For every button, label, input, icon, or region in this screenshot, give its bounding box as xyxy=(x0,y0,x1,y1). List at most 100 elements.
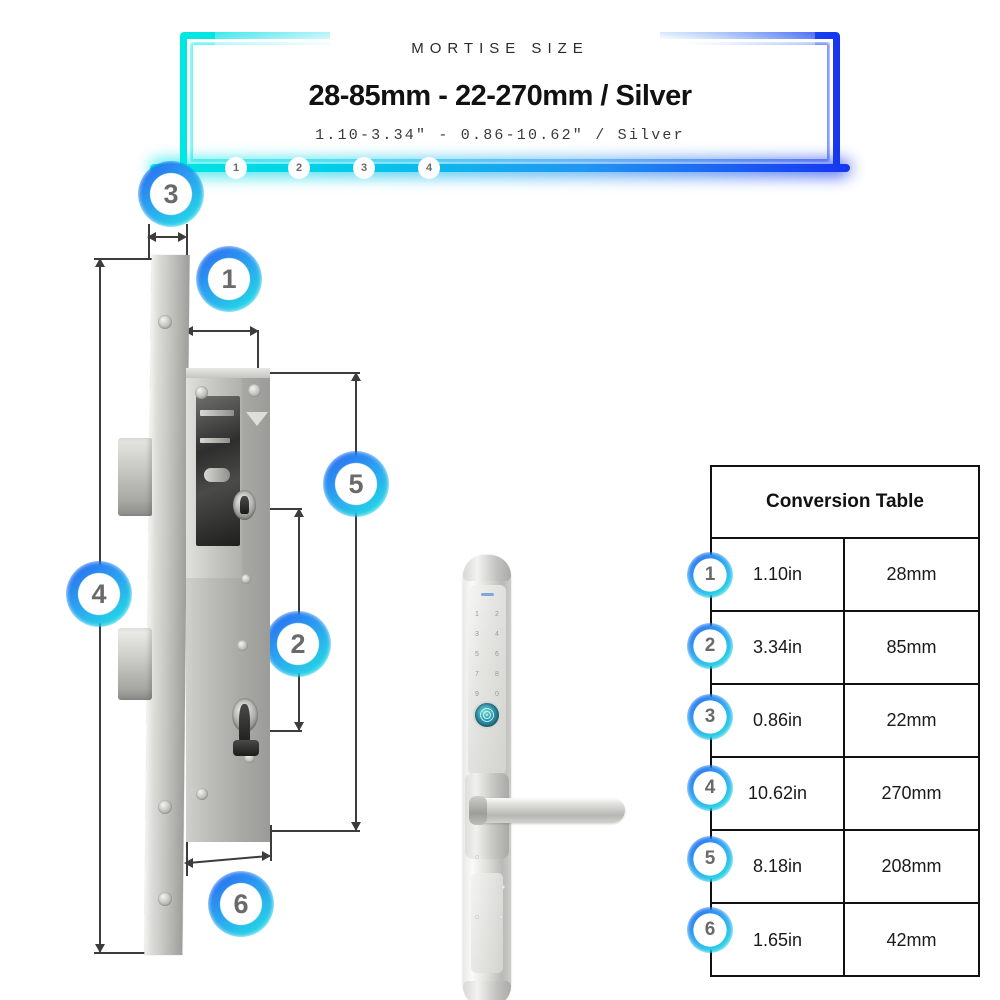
marker-label: 2 xyxy=(704,635,716,656)
marker-label: 3 xyxy=(704,706,716,727)
lock-mech-bar-2 xyxy=(200,438,230,443)
lock-screw-lower xyxy=(237,640,248,651)
inline-marker-4: 4 xyxy=(416,155,442,181)
dim6-arrow-left-icon xyxy=(184,858,193,868)
cell-mm: 270mm xyxy=(881,783,942,803)
faceplate-screw-mid xyxy=(158,800,172,814)
dim5-arrow-up-icon xyxy=(351,372,361,381)
keypad-key-6[interactable]: 6 xyxy=(495,651,499,658)
lock-mech-bar-1 xyxy=(200,410,234,416)
keypad-key-2[interactable]: 2 xyxy=(495,611,499,618)
marker-label: 1 xyxy=(704,564,716,585)
dim2-arrow-up-icon xyxy=(294,508,304,517)
marker-label: 1 xyxy=(221,263,237,294)
dim6-arrow-right-icon xyxy=(262,851,271,861)
table-row: 1.65in 42mm xyxy=(712,904,978,977)
dim1-arrow-right-icon xyxy=(250,326,259,336)
header-banner: MORTISE SIZE 28-85mm - 22-270mm / Silver… xyxy=(0,0,1000,227)
keypad-key-0[interactable]: 0 xyxy=(495,691,499,698)
dimension-marker-5: 5 xyxy=(323,451,389,517)
handle-panel-top-cap xyxy=(463,555,511,581)
keypad-key-5[interactable]: 5 xyxy=(475,651,479,658)
lock-latch-bolt xyxy=(118,628,152,700)
cell-inch: 0.86in xyxy=(712,685,845,756)
dim4-ext-top xyxy=(94,258,156,260)
cell-inch: 8.18in xyxy=(712,831,845,902)
marker-label: 3 xyxy=(163,178,179,209)
cell-inch: 10.62in xyxy=(712,758,845,829)
dim3-arrow-right-icon xyxy=(178,232,187,242)
keypad-key-7[interactable]: 7 xyxy=(475,671,479,678)
dim1-line xyxy=(186,330,258,332)
cell-inch: 3.34in xyxy=(712,612,845,683)
dim4-arrow-up-icon xyxy=(95,258,105,267)
table-row: 10.62in 270mm xyxy=(712,758,978,831)
lock-screw-mid xyxy=(241,574,251,584)
dim5-ext-top xyxy=(258,372,360,374)
table-marker-6: 6 xyxy=(687,907,733,953)
inline-marker-2: 2 xyxy=(286,155,312,181)
dim3-line xyxy=(150,236,184,238)
mortise-lock-diagram: 1 4 5 2 xyxy=(0,200,680,1000)
panel-dot-2 xyxy=(501,885,505,889)
table-row: 0.86in 22mm xyxy=(712,685,978,758)
cell-inch: 1.65in xyxy=(712,904,845,977)
neon-bar xyxy=(150,164,850,172)
lock-case-top-edge xyxy=(186,368,270,378)
panel-dot-3 xyxy=(475,915,479,919)
inline-marker-3: 3 xyxy=(351,155,377,181)
cell-mm: 208mm xyxy=(881,856,942,876)
keypad-key-9[interactable]: 9 xyxy=(475,691,479,698)
marker-label: 4 xyxy=(704,777,716,798)
lock-screw-bottom-left xyxy=(196,788,208,800)
table-marker-5: 5 xyxy=(687,836,733,882)
lock-faceplate xyxy=(144,255,190,955)
cell-mm: 22mm xyxy=(886,710,937,730)
marker-label: 4 xyxy=(425,162,433,174)
dim5-line xyxy=(355,372,357,830)
lock-screw-top-right xyxy=(248,384,261,397)
banner-headline: 28-85mm - 22-270mm / Silver xyxy=(308,80,692,112)
lock-cylinder-tail xyxy=(233,740,259,756)
dim4-arrow-down-icon xyxy=(95,944,105,953)
dimension-marker-4: 4 xyxy=(66,561,132,627)
keypad-key-3[interactable]: 3 xyxy=(475,631,479,638)
banner-subline: 1.10-3.34" - 0.86-10.62" / Silver xyxy=(315,127,685,144)
keypad-key-8[interactable]: 8 xyxy=(495,671,499,678)
dim4-ext-bottom xyxy=(94,952,156,954)
panel-dot-1 xyxy=(475,855,479,859)
table-row: 3.34in 85mm xyxy=(712,612,978,685)
conversion-table: Conversion Table 1.10in 28mm 3.34in 85mm… xyxy=(710,465,980,977)
marker-label: 1 xyxy=(232,162,240,174)
table-marker-4: 4 xyxy=(687,765,733,811)
dimension-marker-6: 6 xyxy=(208,871,274,937)
conversion-table-title: Conversion Table xyxy=(712,467,978,539)
keypad-screen[interactable] xyxy=(468,585,506,775)
table-row: 1.10in 28mm xyxy=(712,539,978,612)
battery-cover-panel xyxy=(471,873,503,973)
lock-cam-hole-upper-dark xyxy=(240,496,249,514)
cell-inch: 1.10in xyxy=(712,539,845,610)
door-lever-handle[interactable] xyxy=(473,798,625,823)
dimension-marker-1: 1 xyxy=(196,246,262,312)
marker-label: 4 xyxy=(91,578,107,609)
lever-hub-cap xyxy=(469,796,487,825)
dim6-line xyxy=(187,854,270,864)
lock-screw-top-left xyxy=(195,386,208,399)
dim5-arrow-down-icon xyxy=(351,822,361,831)
faceplate-screw-top xyxy=(158,315,172,329)
dimension-marker-2: 2 xyxy=(265,611,331,677)
keypad-key-1[interactable]: 1 xyxy=(475,611,479,618)
faceplate-screw-bottom xyxy=(158,892,172,906)
marker-label: 6 xyxy=(233,888,249,919)
marker-label: 5 xyxy=(704,848,716,869)
keypad-key-4[interactable]: 4 xyxy=(495,631,499,638)
dim2-arrow-down-icon xyxy=(294,722,304,731)
banner-white-wash-top xyxy=(330,10,660,66)
marker-label: 2 xyxy=(290,628,306,659)
lock-arrow-marking-icon xyxy=(246,412,268,426)
fingerprint-ridges-icon xyxy=(479,707,495,723)
table-marker-1: 1 xyxy=(687,552,733,598)
lock-cylinder-cam xyxy=(239,704,250,746)
lock-deadbolt xyxy=(118,438,152,516)
